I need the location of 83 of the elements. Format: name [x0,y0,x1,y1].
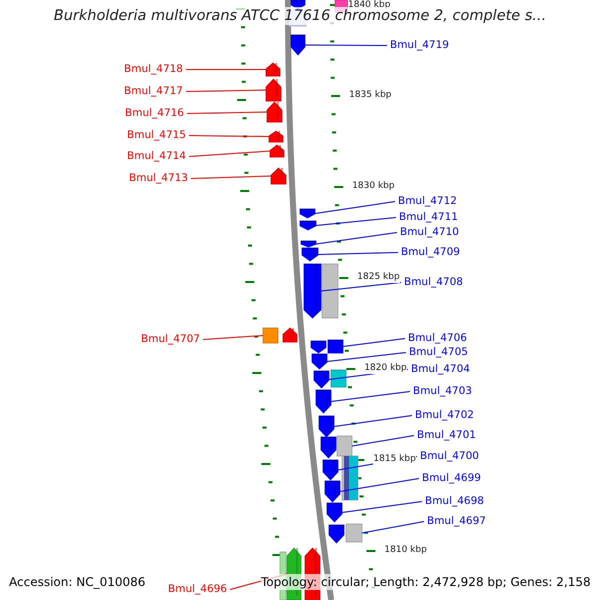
gene-label: Bmul_4718 [124,63,183,76]
leader-line [318,252,398,255]
gene-feature [291,0,305,9]
leader-line [186,69,266,70]
leader-line [188,135,270,137]
gene-feature [323,460,338,480]
gene-feature [329,525,344,543]
gene-label: Bmul_4698 [425,495,484,508]
gene-label: Bmul_4697 [427,515,486,528]
leader-line [186,90,266,92]
gene-feature [266,79,281,101]
gene-feature [327,503,342,522]
scale-label: 1825 kbp [357,272,400,283]
leader-line [334,415,412,427]
leader-line [304,44,388,46]
gene-feature [291,35,305,55]
leader-line [316,217,396,226]
gene-block [342,456,358,500]
gene-feature [266,63,280,76]
gene-label: Bmul_4699 [422,472,481,485]
gene-block [263,328,278,343]
gene-label: Bmul_4706 [408,332,467,345]
leader-line [326,352,406,362]
gene-label: Bmul_4716 [125,107,184,120]
gene-feature [283,328,297,342]
gene-feature [304,264,321,318]
leader-line [362,521,424,534]
footer-text: Accession: NC_010086 [9,574,146,590]
gene-block [328,340,343,353]
gene-label: Bmul_4709 [401,246,460,259]
gene-feature [311,341,326,353]
gene-label: Bmul_4700 [420,450,479,463]
gene-feature [321,437,336,458]
gene-feature [300,221,316,230]
gene-block [337,436,352,456]
gene-label: Bmul_4705 [409,346,468,359]
gene-label: Bmul_4707 [141,333,200,346]
gene-label: Bmul_4715 [127,129,186,142]
leader-line [342,501,422,513]
leader-line [330,391,410,402]
leader-line [202,335,264,340]
gene-feature [314,371,329,388]
gene-label: Bmul_4719 [390,39,449,52]
leader-line [314,201,396,214]
leader-line [320,282,402,292]
leader-line [186,112,268,114]
gene-feature [300,209,315,218]
scale-label: 1830 kbp [352,181,395,192]
gene-label: Bmul_4703 [413,385,472,398]
gene-label: Bmul_4714 [127,150,186,163]
leader-line [190,176,272,179]
gene-label: Bmul_4713 [129,172,188,185]
gene-block [322,264,338,318]
gene-feature [267,102,282,122]
gene-label: Bmul_4711 [399,211,458,224]
leader-line [316,232,398,244]
leader-line [188,150,270,157]
leader-line [342,338,406,347]
gene-feature [325,481,340,502]
gene-label: Bmul_4710 [400,226,459,239]
scale-label: 1820 kbp [364,363,407,374]
gene-label: Bmul_4696 [168,583,227,596]
gene-label: Bmul_4717 [124,85,183,98]
gene-label: Bmul_4701 [417,429,476,442]
gene-feature [269,131,283,142]
gene-label: Bmul_4712 [398,195,457,208]
gene-block [331,370,346,387]
gene-label: Bmul_4704 [411,363,470,376]
footer-text: Topology: circular; Length: 2,472,928 bp; Genes: 2,158 [261,574,591,590]
gene-label: Bmul_4708 [404,276,463,289]
scale-label: 1815 kbp [373,454,416,465]
gene-feature [312,354,327,369]
gene-feature [270,145,284,157]
gene-feature [271,168,286,184]
gene-block [346,524,362,542]
gene-label: Bmul_4702 [415,409,474,422]
gene-feature [316,390,331,413]
scale-label: 1835 kbp [349,90,392,101]
scale-label: 1810 kbp [384,545,427,556]
gene-feature [302,248,318,261]
leader-line [352,435,414,446]
gene-feature [301,241,316,247]
gene-feature [319,416,334,437]
